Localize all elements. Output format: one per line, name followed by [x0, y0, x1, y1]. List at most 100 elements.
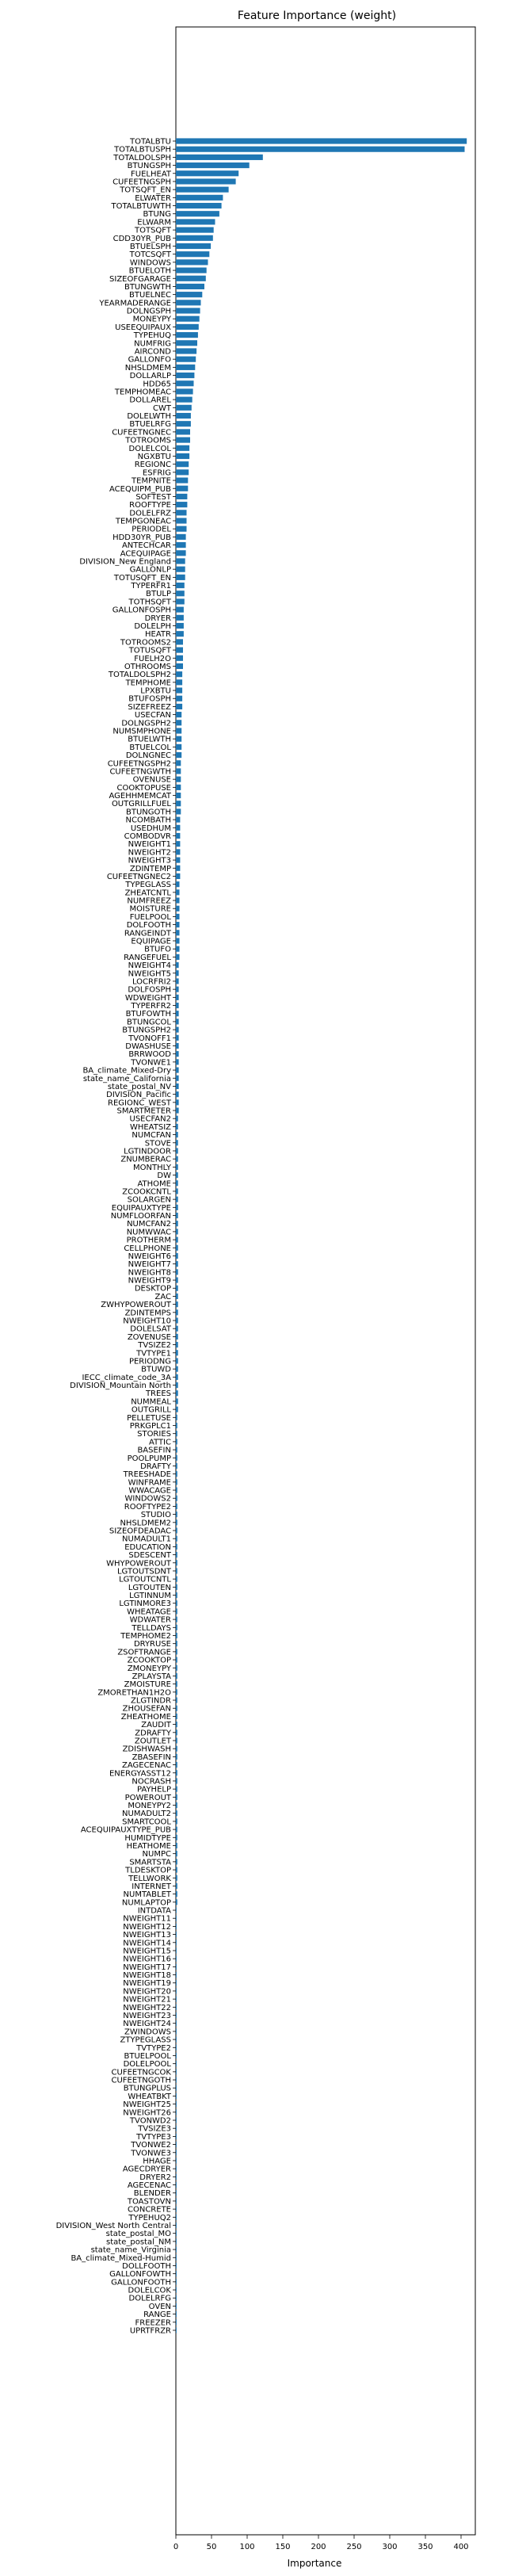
bar — [176, 2181, 177, 2188]
bar — [176, 1325, 178, 1332]
y-tick-label: UPRTFRZR — [130, 2327, 171, 2336]
y-tick-label: LPXBTU — [140, 687, 171, 696]
bar — [176, 1980, 177, 1986]
bars-group — [176, 138, 467, 2333]
bar — [176, 1495, 177, 1501]
bar — [176, 2125, 177, 2131]
y-tick-label: DOLELWTH — [127, 412, 171, 421]
y-tick-label: NWEIGHT18 — [123, 1971, 171, 1980]
bar — [176, 1543, 177, 1550]
bar — [176, 1907, 177, 1913]
bar — [176, 743, 182, 750]
bar — [176, 154, 263, 160]
bar — [176, 1454, 177, 1461]
y-tick-label: CUFEETNGCOK — [112, 2068, 172, 2077]
y-tick-label: USECFAN — [135, 711, 171, 720]
bar — [176, 2109, 177, 2115]
y-tick-label: NUMWWAC — [127, 1228, 171, 1236]
bar — [176, 1503, 177, 1509]
bar — [176, 816, 181, 823]
y-tick-label: SIZEOFDEADAC — [109, 1527, 171, 1536]
y-tick-label: DOLELFRZ — [129, 509, 171, 518]
y-tick-label: CUFEETNGSPH — [112, 178, 171, 186]
y-tick-label: NWEIGHT24 — [123, 2020, 171, 2028]
y-tick-label: PRKGPLC1 — [130, 1422, 171, 1431]
bar — [176, 889, 180, 896]
bar — [176, 1996, 177, 2002]
y-tick-label: ZLGTINDR — [131, 1697, 171, 1706]
y-tick-label: TOTALDOLSPH — [112, 154, 171, 162]
y-tick-label: ZDINTEMP — [130, 865, 171, 873]
bar — [176, 1592, 177, 1599]
y-tick-label: DIVISION_New England — [79, 557, 171, 566]
bar — [176, 808, 181, 815]
y-tick-label: PROTHERM — [127, 1236, 171, 1245]
bar — [176, 1753, 177, 1760]
bar — [176, 315, 200, 322]
bar — [176, 1664, 177, 1671]
bar — [176, 824, 181, 831]
y-tick-label: CUFEETNGWTH — [109, 767, 171, 776]
bar — [176, 1584, 177, 1590]
bar — [176, 703, 183, 709]
y-tick-label: STOVE — [145, 1139, 171, 1148]
bar — [176, 1019, 179, 1025]
y-tick-label: state_postal_NV — [108, 1083, 171, 1091]
bar — [176, 1132, 178, 1138]
bar — [176, 2246, 177, 2253]
bar — [176, 372, 195, 379]
bar — [176, 784, 181, 790]
y-tick-label: NWEIGHT12 — [123, 1923, 171, 1932]
y-tick-label: IECC_climate_code_3A — [82, 1374, 171, 1382]
bar — [176, 1729, 177, 1736]
bar — [176, 1641, 177, 1647]
bar — [176, 1115, 178, 1122]
bar — [176, 404, 192, 411]
bar — [176, 396, 193, 403]
y-tick-label: TOTSQFT_EN — [119, 186, 171, 195]
y-tick-label: ZMOISTURE — [124, 1680, 171, 1689]
bar — [176, 2077, 177, 2083]
y-tick-label: TYPEGLASS — [124, 881, 171, 889]
bar — [176, 227, 214, 233]
bar — [176, 2061, 177, 2067]
bar — [176, 259, 208, 266]
y-tick-label: state_postal_NM — [106, 2238, 171, 2246]
y-tick-label: DWASHUSE — [125, 1042, 171, 1051]
bar — [176, 2069, 177, 2075]
bar — [176, 606, 184, 613]
bar — [176, 1616, 177, 1622]
bar — [176, 1301, 178, 1308]
y-tick-label: NWEIGHT19 — [123, 1979, 171, 1988]
x-tick-label: 150 — [275, 2543, 290, 2551]
y-tick-label: BA_climate_Mixed-Dry — [82, 1067, 171, 1076]
bar — [176, 857, 181, 863]
y-tick-label: GALLONFOOTH — [111, 2278, 171, 2287]
y-tick-label: TVSIZE2 — [137, 1341, 171, 1350]
y-tick-label: STUDIO — [141, 1511, 171, 1519]
bar — [176, 2012, 177, 2019]
x-tick-label: 400 — [453, 2543, 468, 2551]
bar — [176, 881, 180, 888]
bar — [176, 1971, 177, 1978]
bar — [176, 1204, 178, 1210]
bar — [176, 1624, 177, 1630]
y-tick-label: DIVISION_West North Central — [56, 2222, 171, 2230]
y-tick-label: ZOUTLET — [135, 1737, 172, 1745]
bar — [176, 1875, 177, 1881]
bar — [176, 1770, 177, 1776]
bar — [176, 1422, 177, 1429]
y-tick-label: GALLONFOSPH — [112, 606, 171, 615]
bar — [176, 631, 184, 637]
y-tick-label: NWEIGHT1 — [128, 840, 171, 849]
bar — [176, 1075, 179, 1081]
bar — [176, 1842, 177, 1849]
y-tick-label: NUMFRIG — [134, 339, 171, 348]
y-tick-label: ANTECHCAR — [122, 541, 171, 550]
bar — [176, 2319, 177, 2326]
bar — [176, 2044, 177, 2050]
bar — [176, 461, 189, 468]
y-tick-label: DOLELSAT — [130, 1325, 172, 1334]
y-tick-label: DW — [157, 1171, 171, 1180]
bar — [176, 1123, 178, 1129]
